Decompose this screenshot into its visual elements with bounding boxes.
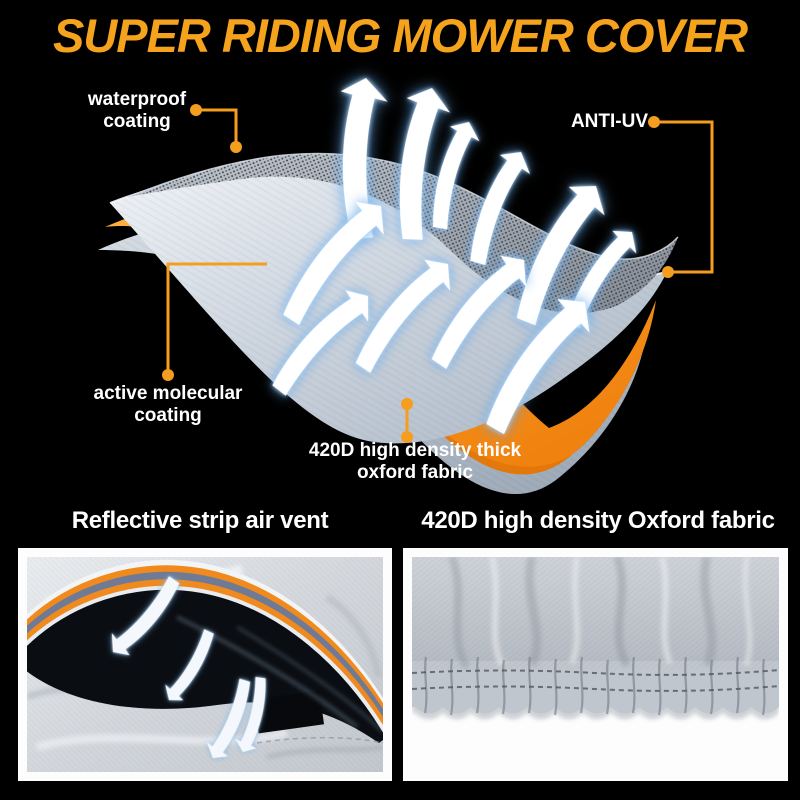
label-line: waterproof [87, 89, 187, 110]
velcro-strip [253, 690, 325, 734]
right-panel-heading: 420D high density Oxford fabric [421, 507, 775, 534]
label-420d-oxford-fabric: 420D high density thick oxford fabric [280, 440, 550, 484]
anti-uv-connector-line [654, 120, 714, 274]
air-vent-photo-frame [18, 548, 392, 781]
label-line: 420D high density thick [308, 440, 522, 461]
active-molecular-connector-line [166, 262, 267, 373]
left-panel-heading: Reflective strip air vent [71, 507, 329, 534]
vent-inner-highlights [176, 615, 383, 734]
label-line: active molecular [93, 383, 243, 404]
label-line: coating [134, 405, 202, 426]
waterproof-connector-line [196, 108, 238, 146]
air-vent-photo [27, 557, 383, 772]
label-line: oxford fabric [356, 462, 474, 483]
oxford-fabric-photo-frame [403, 548, 788, 781]
oxford-fabric-photo [412, 557, 779, 772]
seam-stitching [256, 736, 383, 744]
fabric-folds [448, 557, 753, 670]
reflective-strip [27, 559, 383, 733]
page-title: SUPER RIDING MOWER COVER [52, 9, 748, 62]
label-waterproof-coating: waterproof coating [37, 89, 237, 133]
label-anti-uv: ANTI-UV [520, 111, 648, 133]
label-active-molecular-coating: active molecular coating [58, 383, 278, 427]
callout-dots [162, 104, 674, 443]
label-line: ANTI-UV [570, 111, 648, 132]
hem-pleats [423, 656, 766, 716]
elastic-stitch-rows [412, 669, 779, 692]
label-line: coating [103, 111, 171, 132]
callout-connectors [166, 108, 714, 435]
